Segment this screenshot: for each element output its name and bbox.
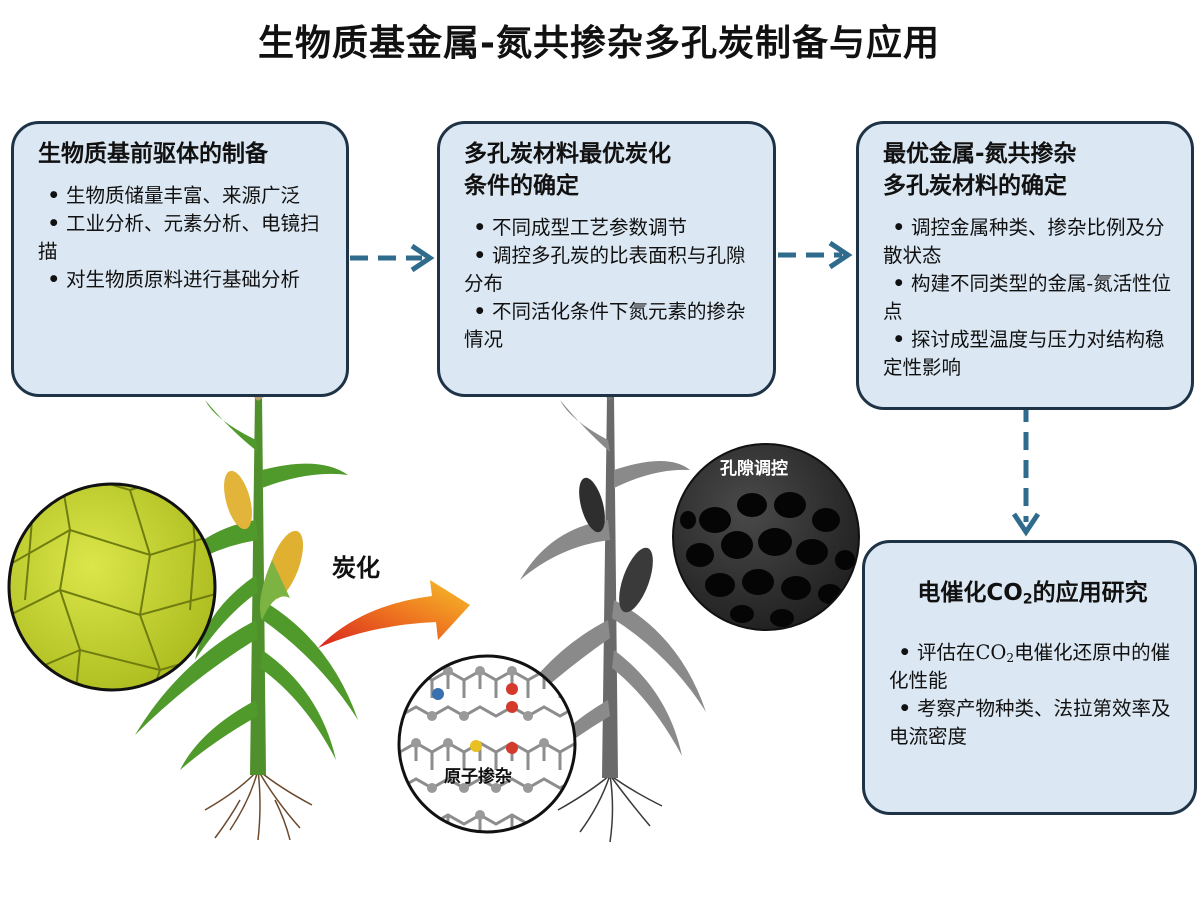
bullet-list: •不同成型工艺参数调节 •调控多孔炭的比表面积与孔隙分布 •不同活化条件下氮元素… bbox=[464, 214, 755, 354]
list-item: •对生物质原料进行基础分析 bbox=[38, 266, 328, 294]
step-box-co2-electrocatalysis: 电催化CO2的应用研究 •评估在CO2电催化还原中的催化性能 •考察产物种类、法… bbox=[862, 540, 1197, 815]
atomic-doping-label: 原子掺杂 bbox=[444, 767, 512, 787]
list-item: •工业分析、元素分析、电镜扫描 bbox=[38, 212, 320, 263]
flow-arrow-1 bbox=[350, 243, 435, 273]
step-box-carbonization-conditions: 多孔炭材料最优炭化 条件的确定 •不同成型工艺参数调节 •调控多孔炭的比表面积与… bbox=[437, 121, 776, 397]
atomic-doping-image bbox=[397, 654, 577, 834]
list-item: •生物质储量丰富、来源广泛 bbox=[38, 182, 328, 210]
bullet-marker: • bbox=[892, 216, 905, 239]
box-title: 最优金属-氮共掺杂 多孔炭材料的确定 bbox=[883, 141, 1077, 199]
list-item: •调控多孔炭的比表面积与孔隙分布 bbox=[464, 244, 746, 295]
box-title: 电催化CO2的应用研究 bbox=[917, 580, 1148, 608]
bullet-marker: • bbox=[47, 268, 60, 291]
bullet-list: •调控金属种类、掺杂比例及分散状态 •构建不同类型的金属-氮活性位点 •探讨成型… bbox=[883, 214, 1173, 382]
list-item: •调控金属种类、掺杂比例及分散状态 bbox=[883, 216, 1165, 267]
bullet-list: •评估在CO2电催化还原中的催化性能 •考察产物种类、法拉第效率及电流密度 bbox=[889, 639, 1176, 751]
step-box-metal-nitrogen-doping: 最优金属-氮共掺杂 多孔炭材料的确定 •调控金属种类、掺杂比例及分散状态 •构建… bbox=[856, 121, 1194, 410]
list-item: •不同成型工艺参数调节 bbox=[464, 214, 755, 242]
bullet-marker: • bbox=[47, 212, 60, 235]
list-item: •构建不同类型的金属-氮活性位点 bbox=[883, 272, 1172, 323]
carbonization-arrow bbox=[318, 580, 470, 648]
bullet-marker: • bbox=[473, 216, 486, 239]
bullet-list: •生物质储量丰富、来源广泛 •工业分析、元素分析、电镜扫描 •对生物质原料进行基… bbox=[38, 182, 328, 294]
bullet-marker: • bbox=[898, 641, 911, 664]
bullet-marker: • bbox=[898, 697, 911, 720]
bullet-marker: • bbox=[47, 184, 60, 207]
list-item: •考察产物种类、法拉第效率及电流密度 bbox=[889, 697, 1171, 748]
box-title: 多孔炭材料最优炭化 条件的确定 bbox=[464, 141, 671, 199]
flow-arrow-3 bbox=[1011, 404, 1041, 537]
bullet-marker: • bbox=[473, 244, 486, 267]
list-item: •探讨成型温度与压力对结构稳定性影响 bbox=[883, 328, 1165, 379]
list-item: •评估在CO2电催化还原中的催化性能 bbox=[889, 641, 1171, 692]
bullet-marker: • bbox=[892, 328, 905, 351]
step-box-precursor-preparation: 生物质基前驱体的制备 •生物质储量丰富、来源广泛 •工业分析、元素分析、电镜扫描… bbox=[11, 121, 349, 397]
bullet-marker: • bbox=[473, 300, 486, 323]
bullet-marker: • bbox=[892, 272, 905, 295]
flow-arrow-2 bbox=[778, 240, 853, 270]
list-item: •不同活化条件下氮元素的掺杂情况 bbox=[464, 300, 746, 351]
porous-carbon-image bbox=[672, 443, 860, 631]
carbonization-label: 炭化 bbox=[332, 554, 380, 582]
diagram-title: 生物质基金属-氮共掺杂多孔炭制备与应用 bbox=[258, 23, 940, 64]
pore-regulation-label: 孔隙调控 bbox=[720, 459, 788, 479]
box-title: 生物质基前驱体的制备 bbox=[38, 141, 268, 167]
